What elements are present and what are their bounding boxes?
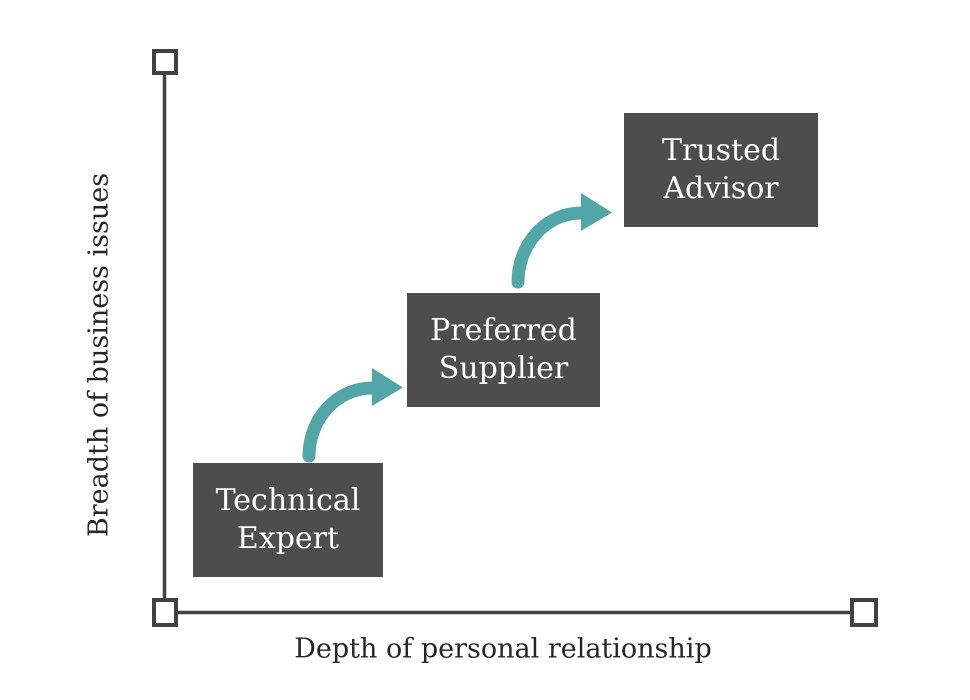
stage-label-trusted-advisor: Trusted Advisor [661, 133, 781, 206]
stage-label-technical-expert: Technical Expert [215, 483, 361, 556]
x-axis-endpoint-marker [850, 598, 878, 627]
stage-box-preferred-supplier: Preferred Supplier [407, 293, 600, 407]
x-axis-label: Depth of personal relationship [294, 633, 712, 665]
y-axis-endpoint-marker [152, 49, 178, 75]
arrow-preferred-to-trusted-icon [511, 193, 612, 289]
stage-label-preferred-supplier: Preferred Supplier [430, 313, 577, 386]
origin-marker [152, 598, 178, 627]
stage-box-trusted-advisor: Trusted Advisor [624, 113, 818, 227]
stage-box-technical-expert: Technical Expert [193, 463, 383, 577]
arrow-technical-to-preferred-icon [302, 368, 403, 463]
y-axis-label: Breadth of business issues [83, 172, 115, 538]
